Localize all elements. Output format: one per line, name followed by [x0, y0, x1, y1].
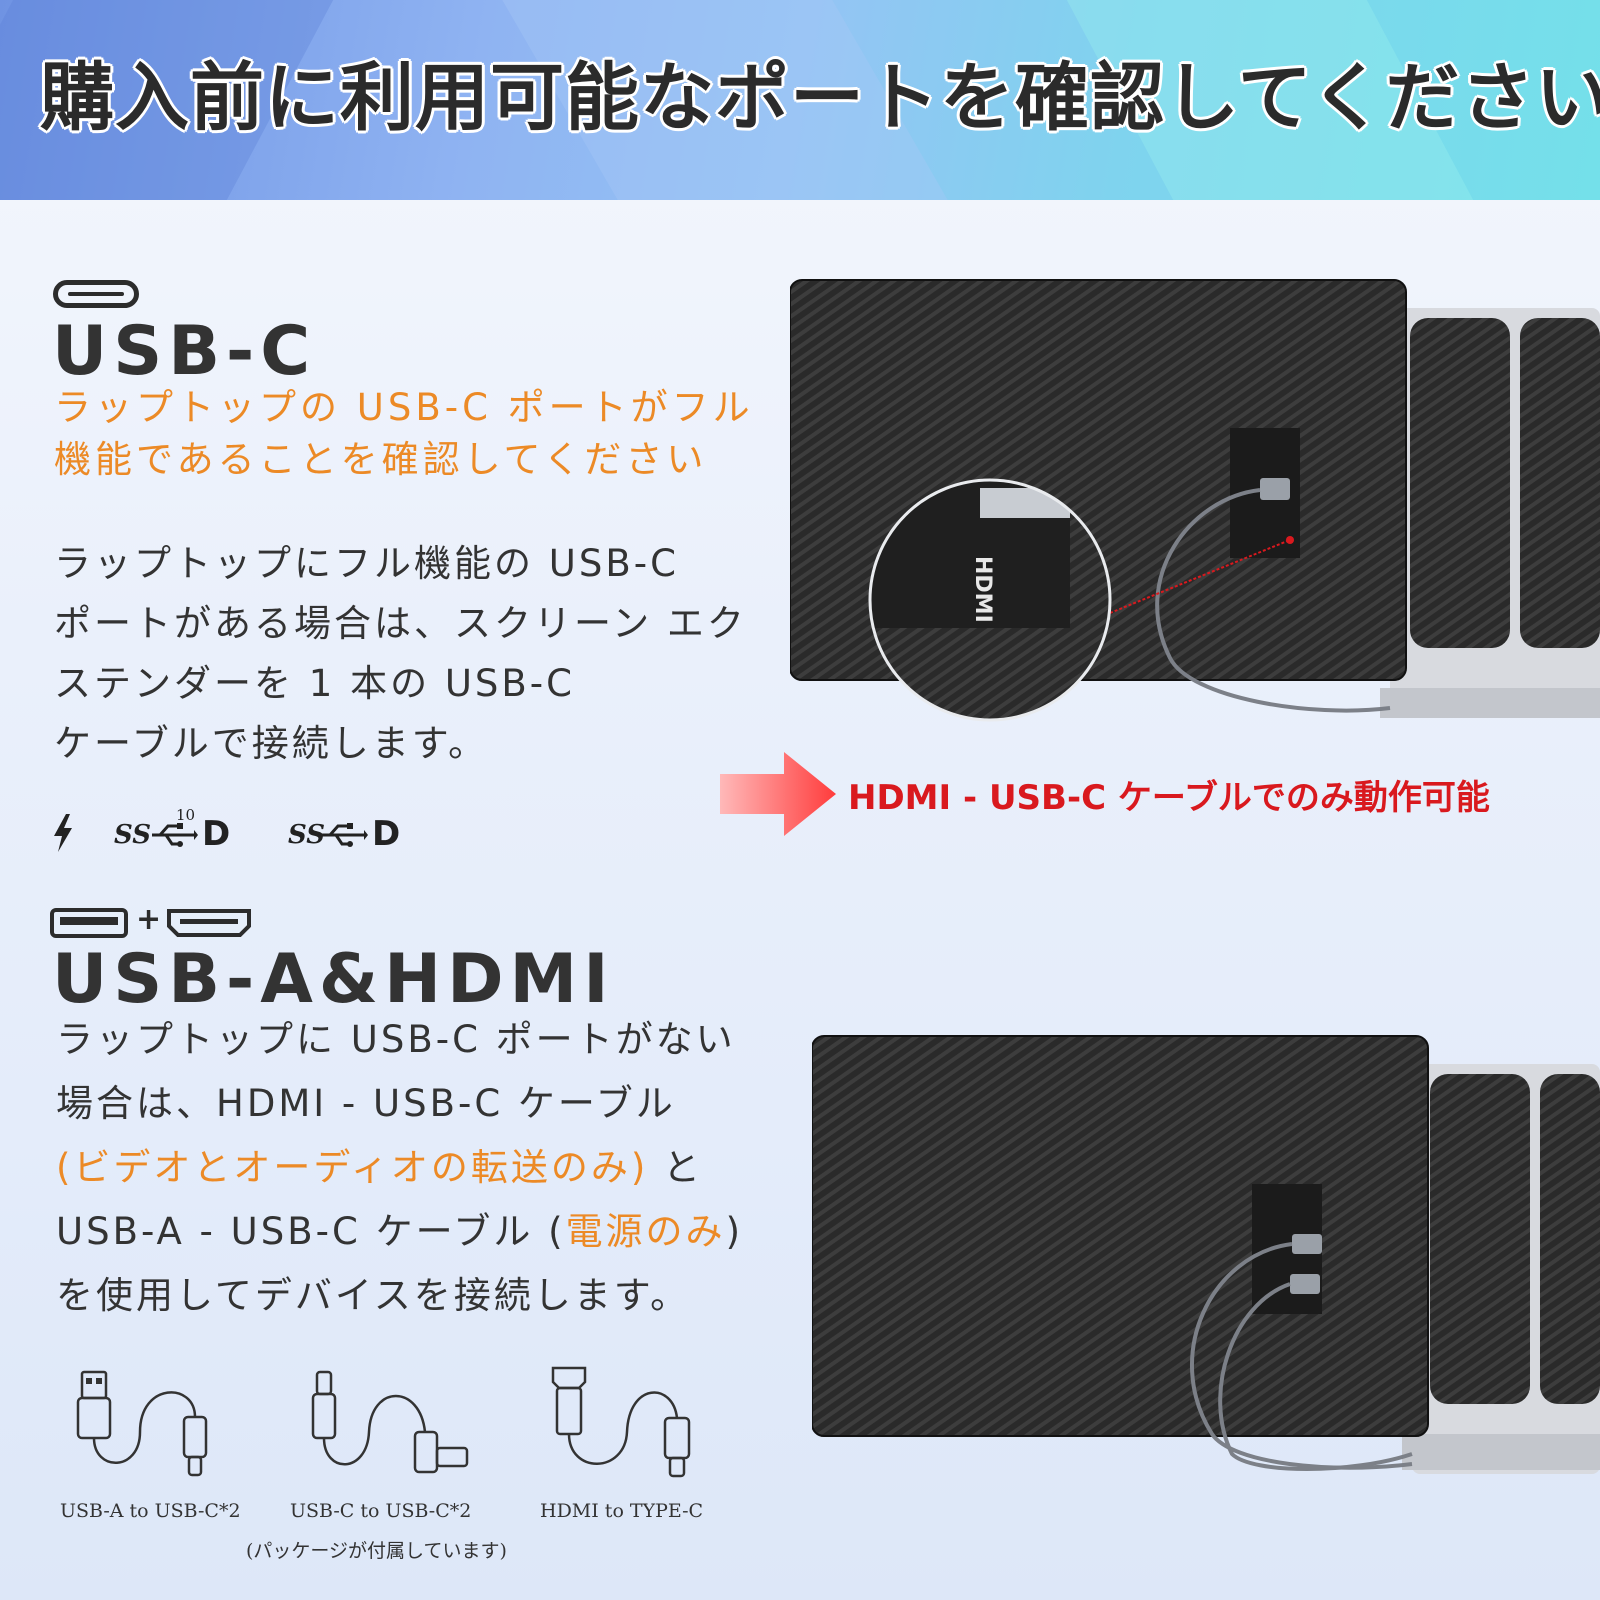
usbc-subtitle-line: ラップトップの USB-C ポートがフル: [54, 386, 754, 429]
usb-c-port-icon: [53, 280, 139, 308]
usbc-title: USB-C: [52, 312, 317, 391]
displayport-d-icon: D: [202, 814, 231, 854]
hdmi-port-icon: [167, 909, 251, 937]
usb-a-to-usb-c-cable-icon: [76, 1370, 208, 1477]
usb-c-to-usb-c-cable-icon: [311, 1370, 469, 1474]
usbc-body-line: ステンダーを 1 本の USB-C: [54, 662, 575, 705]
arrow-right-icon: [720, 752, 836, 836]
usba-cable-text: USB-A - USB-C ケーブル (: [56, 1210, 566, 1253]
hdmi-to-type-c-cable-icon: [551, 1366, 691, 1478]
usb-trident-icon: [322, 823, 368, 847]
usbc-body-line: ラップトップにフル機能の USB-C: [54, 542, 679, 585]
plus-sign: +: [136, 902, 162, 937]
close-paren: ): [725, 1210, 743, 1253]
cable-label: USB-A to USB-C*2: [60, 1500, 241, 1522]
hdmi-only-callout: HDMI - USB-C ケーブルでのみ動作可能: [848, 778, 1490, 818]
screen-extender-device-usba-hdmi: [812, 1035, 1600, 1474]
cable-label: USB-C to USB-C*2: [290, 1500, 472, 1522]
usba-hdmi-body-line: USB-A - USB-C ケーブル (電源のみ): [56, 1200, 743, 1264]
usb-a-port-icon: [50, 908, 128, 938]
page-title: 購入前に利用可能なポートを確認してください: [40, 55, 1600, 141]
usba-hdmi-title: USB-A&HDMI: [52, 940, 615, 1019]
usba-hdmi-body-line: 場合は、HDMI - USB-C ケーブル: [56, 1082, 676, 1125]
usba-hdmi-body-line: を使用してデバイスを接続します。: [56, 1274, 691, 1317]
usbc-subtitle: ラップトップの USB-C ポートがフル 機能であることを確認してください: [54, 382, 754, 486]
superspeed-logo-text: SS: [288, 820, 325, 850]
power-only-note: 電源のみ: [565, 1210, 726, 1253]
screen-extender-device-usbc: [790, 279, 1600, 722]
usba-hdmi-body-line: (ビデオとオーディオの転送のみ) と: [56, 1136, 743, 1200]
usbc-body: ラップトップにフル機能の USB-C ポートがある場合は、スクリーン エク ステ…: [54, 534, 747, 774]
usb-trident-icon: [152, 823, 198, 847]
superspeed-10-number: 10: [176, 806, 196, 824]
hdmi-port-label: HDMI: [970, 556, 995, 623]
cable-label: HDMI to TYPE-C: [540, 1500, 704, 1522]
video-audio-note: (ビデオとオーディオの転送のみ): [56, 1146, 649, 1189]
usbc-body-line: ポートがある場合は、スクリーン エク: [54, 602, 747, 645]
usba-hdmi-body: ラップトップに USB-C ポートがない 場合は、HDMI - USB-C ケー…: [56, 1008, 743, 1328]
usba-hdmi-body-line: ラップトップに USB-C ポートがない: [56, 1018, 736, 1061]
usba-hdmi-conj: と: [648, 1146, 704, 1189]
superspeed-10-logo-text: SS: [114, 820, 151, 850]
header-banner: 購入前に利用可能なポートを確認してください: [0, 0, 1600, 200]
displayport-d-icon: D: [372, 814, 401, 854]
usbc-body-line: ケーブルで接続します。: [54, 722, 489, 765]
package-note: (パッケージが付属しています): [246, 1540, 507, 1562]
usbc-subtitle-line: 機能であることを確認してください: [54, 438, 708, 481]
compatibility-logos: SS 10 D SS D: [52, 806, 432, 862]
thunderbolt-icon: [54, 814, 72, 852]
